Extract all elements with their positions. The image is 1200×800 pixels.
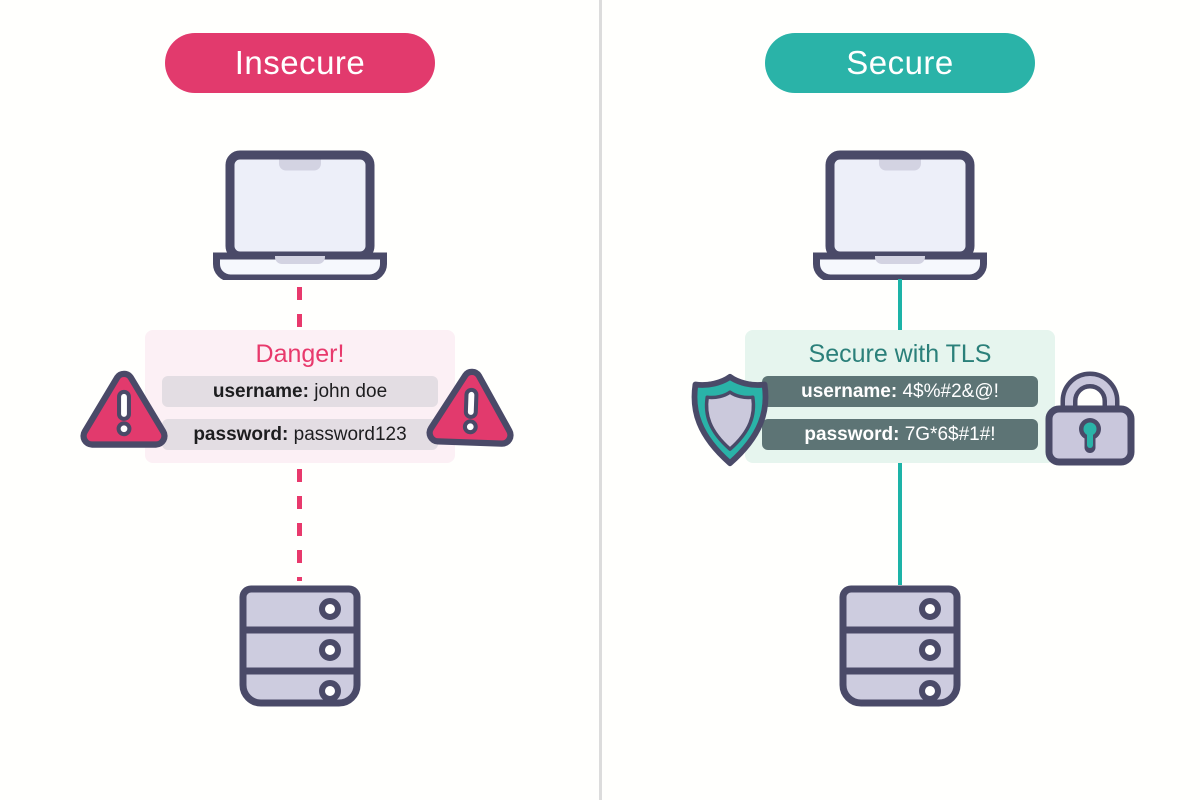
secure-title: Secure with TLS bbox=[808, 340, 992, 368]
username-row-insecure: username: john doe bbox=[162, 376, 438, 407]
password-value-plaintext: password123 bbox=[288, 423, 407, 445]
warning-icon bbox=[79, 368, 169, 450]
password-row-insecure: password: password123 bbox=[162, 419, 438, 450]
warning-icon bbox=[425, 364, 518, 449]
username-value-plaintext: john doe bbox=[308, 380, 388, 402]
secure-connection-line-bottom bbox=[898, 463, 902, 585]
insecure-connection-line-top bbox=[297, 287, 302, 329]
username-row-encrypted: username: 4$%#2&@! bbox=[762, 376, 1038, 407]
secure-badge: Secure bbox=[765, 33, 1035, 93]
laptop-icon bbox=[813, 150, 987, 280]
lock-icon bbox=[1042, 367, 1138, 467]
secure-connection-line-top bbox=[898, 279, 902, 330]
username-value-encrypted: 4$%#2&@! bbox=[897, 380, 999, 402]
insecure-badge: Insecure bbox=[165, 33, 435, 93]
secure-message-box: Secure with TLS username: 4$%#2&@! passw… bbox=[745, 330, 1055, 463]
insecure-badge-label: Insecure bbox=[234, 44, 366, 81]
password-label: password: bbox=[193, 423, 289, 445]
username-label: username: bbox=[212, 380, 309, 402]
laptop-icon bbox=[213, 150, 387, 280]
username-label: username: bbox=[801, 380, 898, 402]
panel-divider bbox=[599, 0, 602, 800]
password-label: password: bbox=[804, 423, 900, 445]
password-row-encrypted: password: 7G*6$#1#! bbox=[762, 419, 1038, 450]
danger-title: Danger! bbox=[255, 340, 345, 368]
shield-icon bbox=[686, 372, 774, 468]
server-icon bbox=[839, 585, 961, 713]
password-value-encrypted: 7G*6$#1#! bbox=[899, 423, 996, 445]
danger-message-box: Danger! username: john doe password: pas… bbox=[145, 330, 455, 463]
server-icon bbox=[239, 585, 361, 713]
insecure-connection-line-bottom bbox=[297, 469, 302, 581]
secure-badge-label: Secure bbox=[846, 44, 954, 81]
